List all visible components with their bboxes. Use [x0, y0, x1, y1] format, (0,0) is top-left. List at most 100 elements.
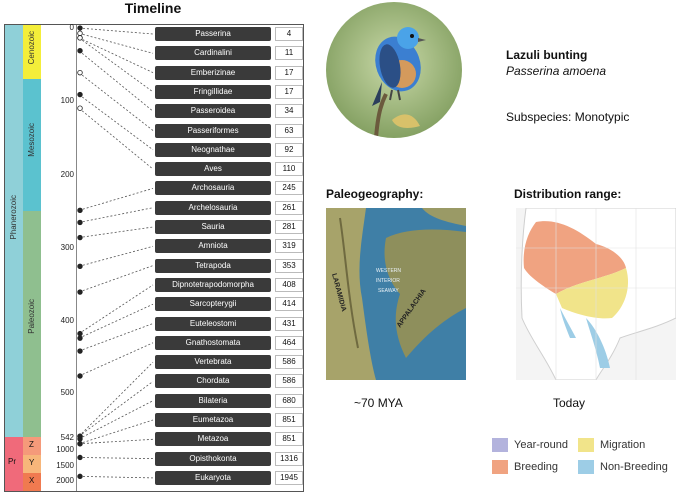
taxon-age: 851: [275, 432, 303, 447]
taxon-age: 17: [275, 65, 303, 80]
scientific-name: Passerina amoena: [506, 64, 607, 78]
connector-line: [78, 400, 154, 440]
taxon-age: 63: [275, 123, 303, 138]
taxon-label: Sauria: [155, 220, 271, 234]
node-dot: [77, 330, 83, 337]
taxon-age: 353: [275, 258, 303, 273]
taxon-age: 586: [275, 355, 303, 370]
node-dot: [77, 436, 83, 442]
node-dot: [77, 473, 83, 480]
era-paleozoic: Paleozoic: [23, 211, 41, 437]
taxon-age: 4: [275, 27, 303, 41]
axis-tick: 400: [60, 316, 74, 325]
taxon-label: Neognathae: [155, 142, 271, 157]
connector-line: [78, 303, 154, 339]
taxon-age: 261: [275, 200, 303, 215]
taxon-age: 851: [275, 413, 303, 427]
connector-line: [78, 107, 154, 170]
paleo-caption: ~70 MYA: [354, 396, 403, 410]
axis-tick: 1000: [56, 445, 74, 454]
era-mesozoic: Mesozoic: [23, 79, 41, 211]
node-dot: [77, 348, 83, 354]
taxon-age: 11: [275, 46, 303, 61]
taxon-age: 414: [275, 297, 303, 312]
taxon-label: Archelosauria: [155, 200, 271, 215]
taxon-age: 408: [275, 277, 303, 292]
node-dot: [77, 441, 83, 447]
taxon-age: 586: [275, 374, 303, 389]
connector-line: [78, 32, 154, 54]
connector-line: [78, 188, 154, 211]
taxon-label: Aves: [155, 162, 271, 177]
timeline-title: Timeline: [124, 0, 182, 16]
taxon-age: 17: [275, 84, 303, 99]
legend-label-non-breeding: Non-Breeding: [600, 461, 668, 473]
period-y: Y: [23, 455, 41, 473]
legend-label-migration: Migration: [600, 439, 646, 451]
node-dot: [77, 234, 83, 241]
taxon-label: Eukaryota: [155, 470, 271, 485]
taxon-label: Passerina: [155, 27, 271, 41]
connector-line: [78, 457, 154, 459]
connector-line: [78, 37, 154, 93]
axis-tick: 500: [60, 388, 74, 397]
taxon-label: Metazoa: [155, 432, 271, 447]
axis-tick: 100: [60, 96, 74, 105]
legend-swatch-non-breeding: [578, 460, 594, 474]
connector-line: [78, 475, 154, 479]
connector-line: [78, 361, 154, 437]
node-dot: [77, 219, 83, 226]
taxon-label: Dipnotetrapodomorpha: [155, 277, 271, 292]
taxon-age: 92: [275, 142, 303, 157]
connector-line: [78, 226, 154, 238]
period-label-z: Z: [29, 440, 34, 449]
era-cenozoic: Cenozoic: [23, 25, 41, 79]
legend-swatch-year-round: [492, 438, 508, 452]
node-dot: [77, 30, 83, 37]
connector-line: [78, 207, 154, 223]
taxon-label: Archosauria: [155, 181, 271, 196]
eon-band-proterozoic: Pr: [5, 437, 23, 491]
taxon-age: 1316: [275, 451, 303, 466]
node-dot: [77, 289, 83, 295]
taxon-label: Opisthokonta: [155, 451, 271, 466]
connector-line: [78, 94, 154, 151]
axis-tick: 300: [60, 243, 74, 252]
node-dot: [77, 48, 83, 54]
taxon-age: 1945: [275, 470, 303, 485]
legend-label-breeding: Breeding: [514, 461, 559, 473]
taxon-age: 245: [275, 181, 303, 196]
axis-tick: 2000: [56, 476, 74, 485]
node-dot: [77, 207, 83, 214]
paleo-heading: Paleogeography:: [326, 187, 424, 201]
node-dot: [77, 91, 83, 98]
node-dot: [77, 263, 83, 270]
node-dot: [77, 69, 83, 76]
taxon-label: Passeroidea: [155, 104, 271, 119]
period-z: Z: [23, 437, 41, 455]
legend-swatch-breeding: [492, 460, 508, 474]
connector-line: [78, 419, 154, 445]
timeline-panel: Phanerozoic Pr Cenozoic Mesozoic Paleozo…: [4, 23, 304, 492]
taxon-label: Eumetazoa: [155, 413, 271, 427]
taxon-age: 431: [275, 316, 303, 331]
taxon-label: Amniota: [155, 239, 271, 254]
distribution-heading: Distribution range:: [514, 187, 622, 201]
taxon-age: 110: [275, 162, 303, 177]
map-label-western: WESTERN: [376, 268, 401, 274]
taxon-label: Fringillidae: [155, 84, 271, 99]
node-dot: [77, 35, 83, 41]
legend-swatch-migration: [578, 438, 594, 452]
connector-line: [78, 265, 154, 293]
taxon-age: 319: [275, 239, 303, 254]
connector-line: [78, 27, 154, 35]
connector-line: [78, 381, 154, 437]
axis-tick: 542: [60, 433, 74, 442]
axis-tick: 0: [69, 23, 74, 32]
eon-short-label: Pr: [8, 457, 16, 466]
eon-band-phanerozoic: Phanerozoic: [5, 25, 23, 437]
connector-line: [78, 37, 154, 73]
axis-tick: 200: [60, 170, 74, 179]
connector-line: [78, 245, 154, 267]
taxon-label: Emberizinae: [155, 65, 271, 80]
